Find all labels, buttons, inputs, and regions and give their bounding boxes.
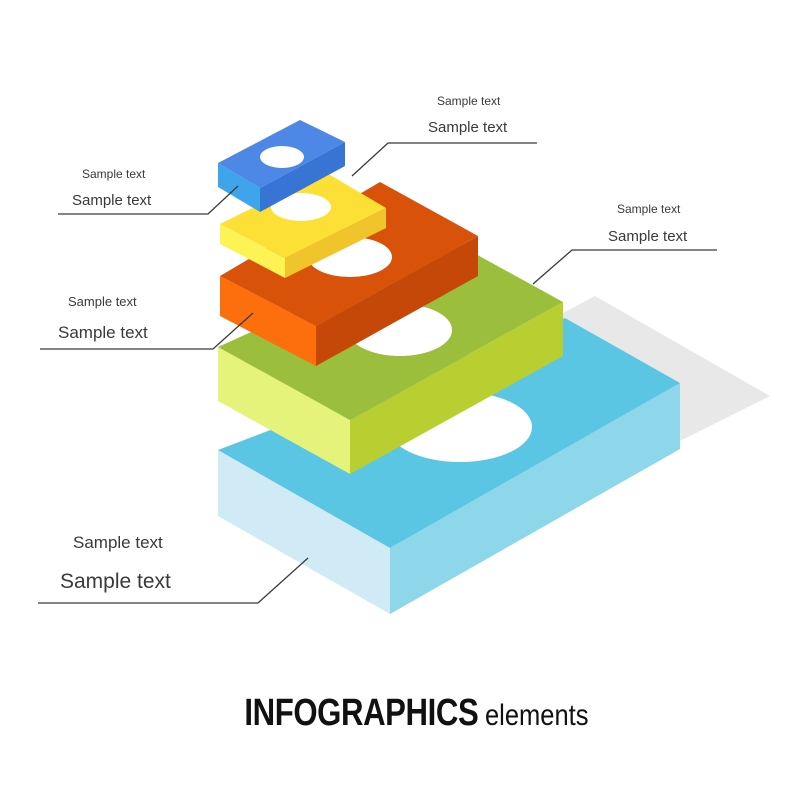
layer-green-left-face bbox=[218, 347, 350, 474]
layer-blue-top bbox=[218, 120, 345, 212]
label-yellow: Sample text Sample text bbox=[428, 94, 508, 136]
layer-yellow bbox=[220, 172, 386, 278]
label-yellow-large: Sample text bbox=[428, 119, 508, 136]
label-blue-top-large: Sample text bbox=[72, 192, 152, 209]
layer-blue-top-hole bbox=[260, 146, 304, 168]
title-sub: elements bbox=[484, 699, 589, 732]
label-light-blue-large: Sample text bbox=[60, 570, 171, 593]
label-orange-small: Sample text bbox=[68, 294, 137, 309]
layer-orange-right-face bbox=[316, 236, 478, 366]
label-green: Sample text Sample text bbox=[608, 202, 688, 245]
layer-yellow-hole bbox=[271, 193, 331, 221]
layer-blue-top-left-face bbox=[218, 163, 260, 212]
labels: Sample text Sample text Sample text Samp… bbox=[58, 94, 688, 593]
label-light-blue: Sample text Sample text bbox=[60, 533, 171, 593]
title-main: INFOGRAPHICS bbox=[244, 692, 479, 734]
label-blue-top: Sample text Sample text bbox=[72, 167, 152, 209]
leader-line-orange bbox=[40, 312, 254, 350]
label-green-large: Sample text bbox=[608, 228, 688, 245]
label-orange: Sample text Sample text bbox=[58, 294, 148, 342]
leader-line-light-blue bbox=[38, 557, 309, 604]
layer-light-blue-right-face bbox=[390, 383, 680, 614]
label-blue-top-small: Sample text bbox=[82, 167, 146, 181]
leader-line-blue-top bbox=[58, 185, 239, 215]
layer-green-right-face bbox=[350, 302, 563, 474]
label-orange-large: Sample text bbox=[58, 323, 148, 342]
layer-blue-top-right-face bbox=[260, 142, 345, 212]
layer-yellow-right-face bbox=[285, 208, 386, 278]
layer-orange-left-face bbox=[220, 276, 316, 366]
layer-green bbox=[218, 241, 563, 474]
leader-lines bbox=[38, 142, 717, 604]
leader-line-yellow bbox=[351, 142, 537, 177]
leader-line-green bbox=[532, 249, 717, 285]
layer-light-blue-left-face bbox=[218, 450, 390, 614]
label-yellow-small: Sample text bbox=[437, 94, 501, 108]
label-light-blue-small: Sample text bbox=[73, 533, 163, 552]
layer-yellow-left-face bbox=[220, 224, 285, 278]
label-green-small: Sample text bbox=[617, 202, 681, 216]
